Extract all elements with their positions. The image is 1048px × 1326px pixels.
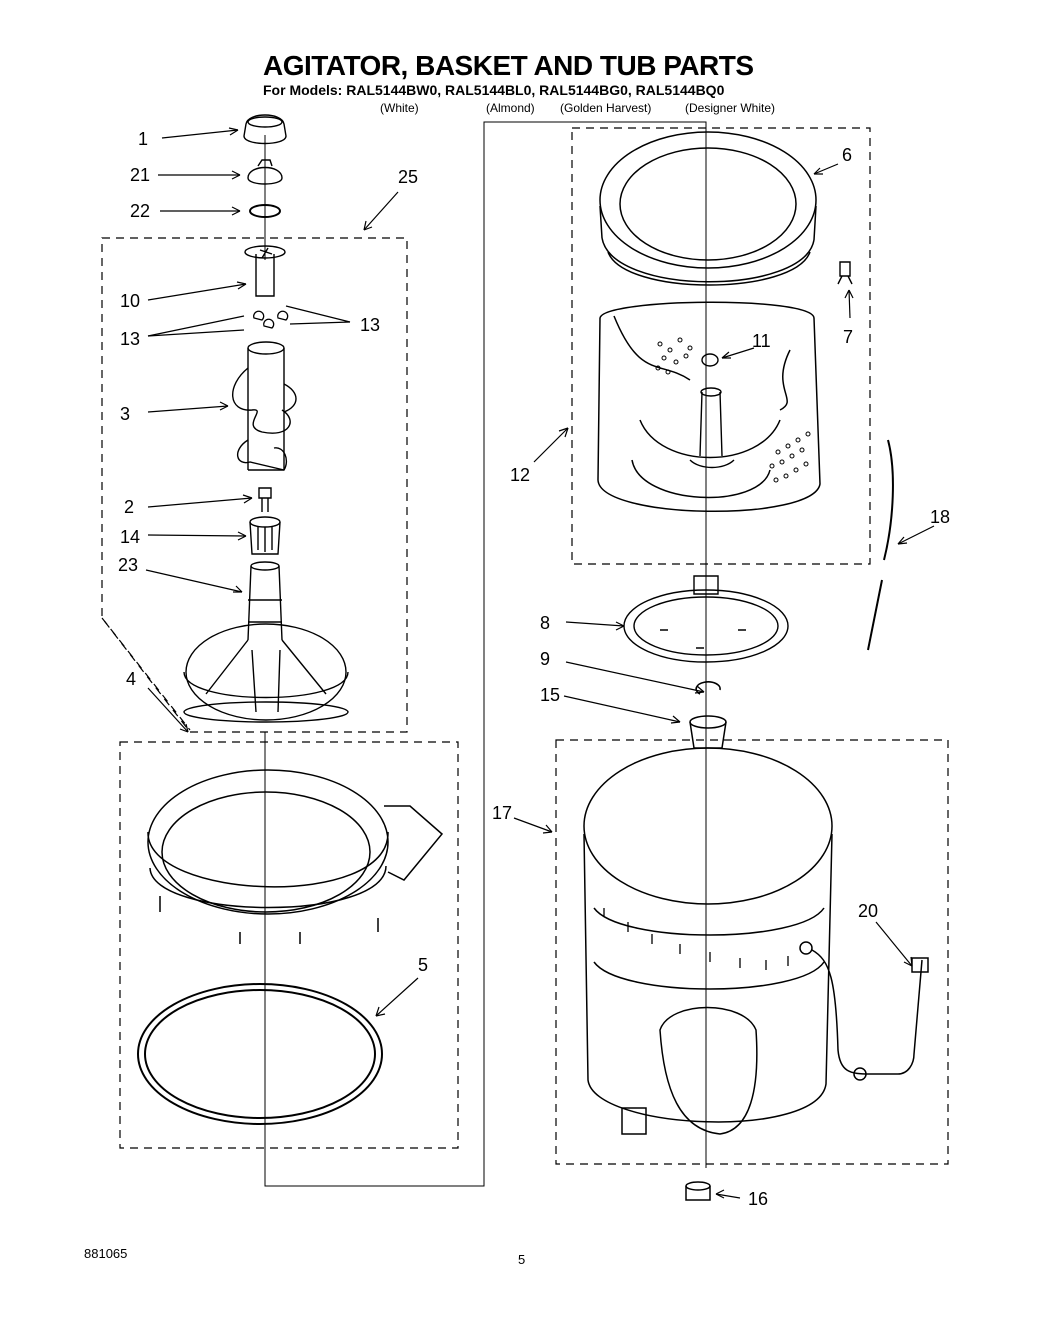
callout-3: 3: [120, 404, 131, 424]
part-23-agitator-base: [184, 562, 348, 722]
center-lines: [265, 122, 706, 1186]
callout-5: 5: [418, 955, 429, 975]
part-14-drive-block: [250, 517, 280, 554]
box-tub-ring-group-4: [120, 742, 458, 1148]
callout-12: 12: [510, 465, 531, 485]
part-5-tub-gasket: [138, 984, 382, 1124]
part-6-balance-ring: [600, 132, 816, 285]
part-22-o-ring: [250, 205, 280, 217]
part-4-tub-ring: [148, 770, 442, 944]
part-17-outer-tub: [584, 748, 832, 1134]
variant-white: (White): [380, 101, 419, 115]
page-title: AGITATOR, BASKET AND TUB PARTS: [263, 50, 754, 81]
basket-holes: [656, 338, 810, 482]
callout-15: 15: [540, 685, 561, 705]
variant-designer-white: (Designer White): [685, 101, 776, 115]
callout-8: 8: [540, 613, 551, 633]
callout-7: 7: [843, 327, 854, 347]
part-9-clip-ring: [696, 682, 720, 694]
variant-almond: (Almond): [486, 101, 535, 115]
callout-4: 4: [126, 669, 137, 689]
part-8-drive-hub: [624, 576, 788, 662]
tub-slots: [604, 908, 788, 970]
part-21-cap-seal: [248, 160, 282, 184]
models-line: For Models: RAL5144BW0, RAL5144BL0, RAL5…: [263, 82, 725, 98]
part-10-dogs-cam: [245, 246, 285, 296]
part-12-basket: [598, 302, 820, 511]
callout-13-right: 13: [360, 315, 381, 335]
part-11-basket-hub: [690, 354, 734, 468]
callout-22: 22: [130, 201, 151, 221]
part-2-bolt: [259, 488, 271, 512]
page-number: 5: [518, 1252, 526, 1267]
callout-17: 17: [492, 803, 513, 823]
callout-11: 11: [752, 331, 771, 351]
document-number: 881065: [84, 1246, 128, 1261]
part-7-clip: [838, 262, 852, 284]
callout-9: 9: [540, 649, 551, 669]
callout-20: 20: [858, 901, 879, 921]
callout-18: 18: [930, 507, 951, 527]
part-3-agitator-barrel: [233, 342, 296, 470]
part-16-nut: [686, 1182, 710, 1200]
dashed-link-4: [102, 618, 190, 730]
callout-25: 25: [398, 167, 419, 187]
box-basket-group-12: [572, 128, 870, 564]
callout-14: 14: [120, 527, 141, 547]
callout-2: 2: [124, 497, 135, 517]
leader-lines: [146, 128, 934, 1198]
part-18-hose: [868, 440, 893, 650]
group-boxes: [102, 128, 948, 1164]
callout-21: 21: [130, 165, 151, 185]
centerline-left: [265, 122, 706, 1186]
part-15-spanner-nut: [690, 716, 726, 748]
part-13-dogs: [254, 311, 288, 328]
box-agitator-group-25: [102, 238, 407, 732]
box-tub-group-17: [556, 740, 948, 1164]
callout-13-left: 13: [120, 329, 141, 349]
callout-16: 16: [748, 1189, 769, 1209]
callout-10: 10: [120, 291, 141, 311]
callout-6: 6: [842, 145, 853, 165]
callout-1: 1: [138, 129, 149, 149]
variant-golden-harvest: (Golden Harvest): [560, 101, 652, 115]
callout-23: 23: [118, 555, 139, 575]
part-1-agitator-cap: [244, 115, 286, 144]
part-20-drain-hose: [812, 950, 928, 1080]
